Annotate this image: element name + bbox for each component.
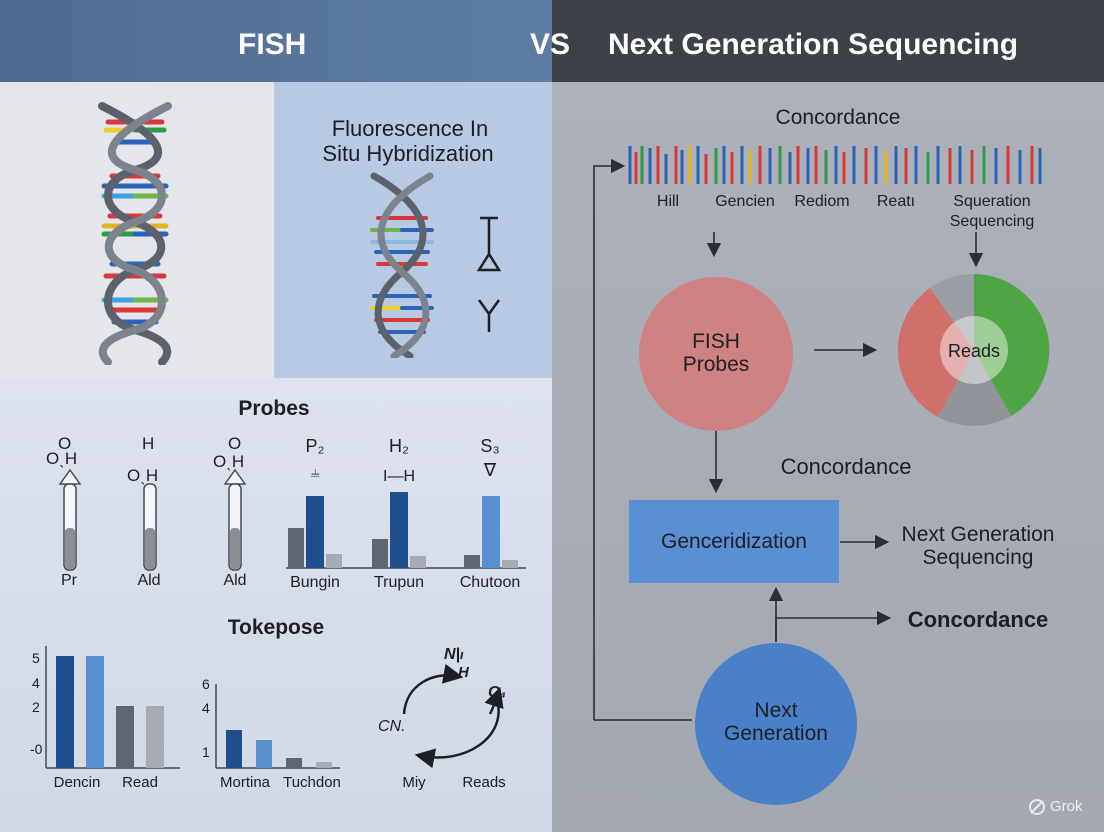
- fish-circle-line2: Probes: [682, 353, 750, 376]
- barcode-label: Sequencing: [949, 213, 1035, 230]
- header-fish-title: FISH: [238, 28, 307, 61]
- flow-connectors: [593, 158, 984, 721]
- dna-helix-icon: [98, 102, 172, 365]
- chart2-bar: [286, 758, 302, 768]
- cycle-label-top: N|ₗ: [444, 646, 464, 663]
- tokepose-chart1: [45, 646, 180, 769]
- bar1-label: Bungin: [290, 574, 340, 591]
- chart1-label: Read: [122, 774, 158, 791]
- concordance-top-title: Concordance: [775, 106, 901, 129]
- chart2-tick: 1: [202, 744, 210, 760]
- next-generation-circle: [695, 643, 857, 805]
- chart1-bar: [56, 656, 74, 768]
- fish-circle-line1: FISH: [692, 330, 740, 353]
- chart1-bar: [146, 706, 164, 768]
- header-fish: [0, 0, 552, 82]
- bar1-symbol: P₂: [305, 436, 325, 456]
- chart2-tick: 6: [202, 676, 210, 692]
- probe-bar: [288, 528, 304, 568]
- bar3-label: Chutoon: [459, 574, 521, 591]
- header-ngs: [552, 0, 1104, 82]
- sequence-barcode: [628, 146, 1042, 184]
- chart2-label: Mortina: [219, 774, 271, 791]
- cycle-label-top2: H: [458, 664, 469, 681]
- bar2-glyph: I—H: [383, 468, 415, 485]
- tube3-label: Ald: [223, 572, 247, 589]
- pie-slice-grey: [938, 350, 1011, 426]
- grok-logo-icon: [1029, 799, 1045, 815]
- ngs-circle-line2: Generation: [724, 722, 828, 745]
- tokepose-title: Tokepose: [227, 616, 325, 639]
- chart1-tick: 5: [32, 650, 40, 666]
- chart1-tick: 4: [32, 675, 40, 691]
- watermark: Grok: [1050, 798, 1083, 815]
- probe-bar: [464, 555, 480, 568]
- chart1-tick: -0: [30, 741, 43, 757]
- chart1-tick: 2: [32, 699, 40, 715]
- chart2-label: Tuchdon: [283, 774, 341, 791]
- barcode-label: Hill: [656, 193, 680, 210]
- concordance-mid: Concordance: [780, 454, 912, 479]
- concordance-low: Concordance: [907, 607, 1049, 632]
- probe-bar: [502, 560, 518, 568]
- barcode-label: Gencien: [715, 193, 775, 210]
- ngs-label-line2: Sequencing: [922, 546, 1034, 569]
- fish-title-line1: Fluorescence In: [331, 116, 489, 141]
- probe-bar: [482, 496, 500, 568]
- cycle-label-bottom-right: Reads: [462, 774, 506, 791]
- cycle-label-right: C₄: [488, 684, 506, 701]
- bar2-symbol: H₂: [389, 436, 409, 456]
- tube3-formula: OˎH: [213, 452, 245, 471]
- tube3-top-label: O: [228, 434, 242, 453]
- probe-bar-chart: [286, 492, 526, 569]
- chart1-bar: [116, 706, 134, 768]
- pie-label: Reads: [947, 341, 1001, 361]
- fish-title-line2: Situ Hybridization: [322, 141, 494, 166]
- ngs-circle-line1: Next: [754, 699, 798, 722]
- probe-bar: [410, 556, 426, 568]
- small-dna-helix-icon: [370, 172, 434, 358]
- header-ngs-title: Next Generation Sequencing: [608, 28, 1019, 61]
- chart2-bar: [226, 730, 242, 768]
- barcode-label: Reatı: [876, 193, 916, 210]
- cycle-label-bottom-left: Miy: [402, 774, 426, 791]
- tokepose-chart2: [215, 684, 340, 769]
- tube2-formula: OˎH: [127, 466, 159, 485]
- header-vs: VS: [530, 28, 571, 61]
- chart2-tick: 4: [202, 700, 210, 716]
- chart2-bar: [316, 762, 332, 768]
- fish-probes-circle: [639, 277, 793, 431]
- tube1-label: Pr: [61, 572, 77, 589]
- probe-bar: [306, 496, 324, 568]
- chart2-bar: [256, 740, 272, 768]
- reads-pie-chart: [898, 274, 1050, 426]
- pie-slice-red: [898, 288, 974, 417]
- probe-bar: [372, 539, 388, 568]
- bar1-glyph: ⫨: [310, 464, 320, 481]
- tube2-top-label: H: [142, 434, 155, 453]
- probes-title: Probes: [238, 397, 310, 420]
- antibody-icons: [476, 216, 502, 332]
- tube1-formula: OˎH: [46, 449, 78, 468]
- bar3-glyph: ∇: [483, 460, 497, 480]
- probe-bar: [390, 492, 408, 568]
- genceridization-label: Genceridization: [661, 530, 807, 553]
- probe-bar: [326, 554, 342, 568]
- pie-slice-grey2: [930, 274, 974, 350]
- barcode-label: Rediom: [794, 193, 850, 210]
- cycle-label-left: CN.: [378, 718, 406, 735]
- tube2-label: Ald: [137, 572, 161, 589]
- chart1-label: Dencin: [53, 774, 101, 791]
- pie-slice-green: [974, 274, 1050, 416]
- bar3-symbol: S₃: [480, 436, 500, 456]
- bar2-label: Trupun: [373, 574, 425, 591]
- genceridization-box: [629, 500, 839, 583]
- test-tubes-icon: [58, 468, 247, 571]
- barcode-label: Squeration: [953, 193, 1031, 210]
- cycle-arrows-icon: [402, 664, 504, 769]
- ngs-label-line1: Next Generation: [901, 523, 1055, 546]
- chart1-bar: [86, 656, 104, 768]
- tube1-top-label: O: [58, 434, 72, 453]
